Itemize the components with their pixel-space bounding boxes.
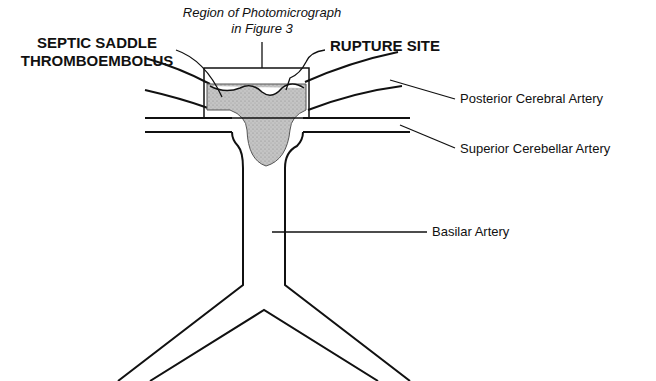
leader-line (390, 80, 455, 99)
superior-cerebellar-artery-right (303, 117, 410, 119)
artery-label: Posterior Cerebral Artery (460, 91, 603, 107)
posterior-cerebral-artery-right-lower (308, 86, 402, 110)
artery-label: Superior Cerebellar Artery (460, 141, 610, 157)
thrombus-label: SEPTIC SADDLE THROMBOEMBOLUS (20, 34, 175, 70)
superior-cerebellar-artery-right-lower (303, 131, 410, 133)
vertebral-artery-fork (150, 310, 378, 381)
posterior-cerebral-artery-right (305, 52, 398, 82)
label-holder: Superior Cerebellar Artery (460, 141, 610, 157)
leader-line (261, 42, 262, 68)
leader-line (176, 50, 222, 97)
label-holder: RUPTURE SITE (330, 37, 440, 55)
basilar-artery-right (285, 132, 410, 381)
region-label: Region of Photomicrograph in Figure 3 (182, 5, 343, 36)
leader-line (272, 231, 427, 232)
basilar-artery-left (118, 132, 243, 381)
leader-line (286, 50, 325, 90)
rupture-label: RUPTURE SITE (330, 37, 440, 55)
label-holder: Posterior Cerebral Artery (460, 91, 603, 107)
label-holder: SEPTIC SADDLE THROMBOEMBOLUS (20, 34, 175, 70)
superior-cerebellar-artery-left-lower (145, 131, 232, 133)
artery-label: Basilar Artery (432, 224, 509, 240)
rupture-edge (210, 84, 304, 95)
label-holder: Region of Photomicrograph in Figure 3 (182, 5, 343, 36)
leader-line (400, 125, 455, 148)
posterior-cerebral-artery-left-lower (145, 90, 208, 108)
label-holder: Basilar Artery (432, 224, 509, 240)
